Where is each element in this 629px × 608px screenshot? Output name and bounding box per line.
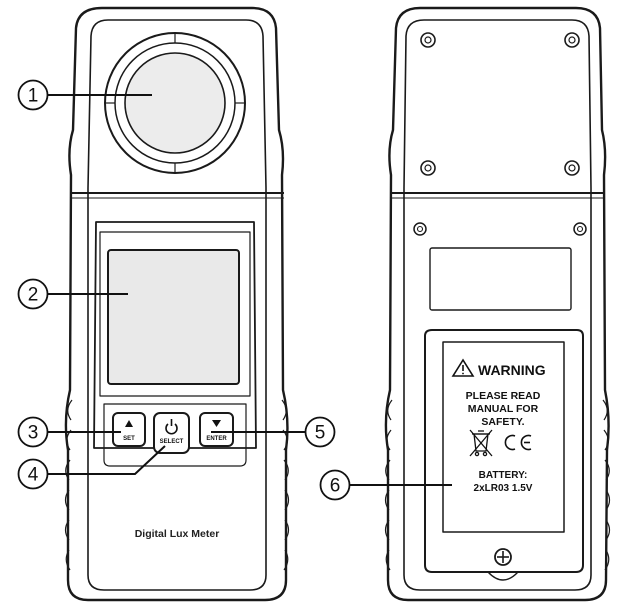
arrow-up-icon <box>125 420 133 427</box>
callout-5-number: 5 <box>315 423 326 444</box>
battery-title: BATTERY: <box>479 470 528 481</box>
screw-icon <box>413 32 587 566</box>
callout-6: 6 <box>319 469 351 501</box>
back-grip-left <box>384 399 393 571</box>
warning-title: WARNING <box>478 362 546 378</box>
callout-3: 3 <box>17 416 49 448</box>
callout-3-number: 3 <box>28 423 39 444</box>
back-inner-face <box>403 19 592 591</box>
select-button-label: SELECT <box>160 439 184 445</box>
back-outer-shell <box>384 6 610 602</box>
power-icon <box>165 419 178 435</box>
light-sensor-lens <box>124 52 226 154</box>
display-bezel <box>93 221 257 449</box>
front-inner-face <box>87 19 267 591</box>
select-button[interactable]: SELECT <box>153 412 190 454</box>
callout-4: 4 <box>17 458 49 490</box>
callout-5: 5 <box>304 416 336 448</box>
set-button[interactable]: SET <box>112 412 146 447</box>
battery-cover <box>424 329 584 573</box>
enter-button-label: ENTER <box>206 436 227 442</box>
callout-1: 1 <box>17 79 49 111</box>
front-outer-shell <box>64 6 289 602</box>
front-view <box>64 6 290 602</box>
back-label-recess <box>429 247 572 311</box>
warning-line-2: MANUAL FOR <box>468 403 539 415</box>
callout-leaders <box>47 94 452 486</box>
keypad-well <box>103 403 247 467</box>
back-grip-right <box>602 399 611 571</box>
callout-4-number: 4 <box>28 465 39 486</box>
warning-label-panel <box>442 341 565 533</box>
lcd-screen <box>107 249 240 385</box>
ce-mark-icon <box>504 434 532 451</box>
callout-1-number: 1 <box>28 86 39 107</box>
battery-spec: 2xLR03 1.5V <box>474 483 533 494</box>
warning-line-1: PLEASE READ <box>466 390 541 402</box>
weee-bin-icon <box>469 429 493 457</box>
back-view <box>384 6 611 602</box>
warning-triangle-icon <box>451 358 475 377</box>
callout-6-number: 6 <box>330 476 341 497</box>
front-grip-right <box>281 399 290 571</box>
front-grip-left <box>64 399 73 571</box>
callout-2-number: 2 <box>28 285 39 306</box>
brand-label: Digital Lux Meter <box>135 528 220 540</box>
arrow-down-icon <box>212 420 221 427</box>
set-button-label: SET <box>123 436 135 442</box>
callout-2: 2 <box>17 278 49 310</box>
warning-line-3: SAFETY. <box>481 416 524 428</box>
enter-button[interactable]: ENTER <box>199 412 234 447</box>
